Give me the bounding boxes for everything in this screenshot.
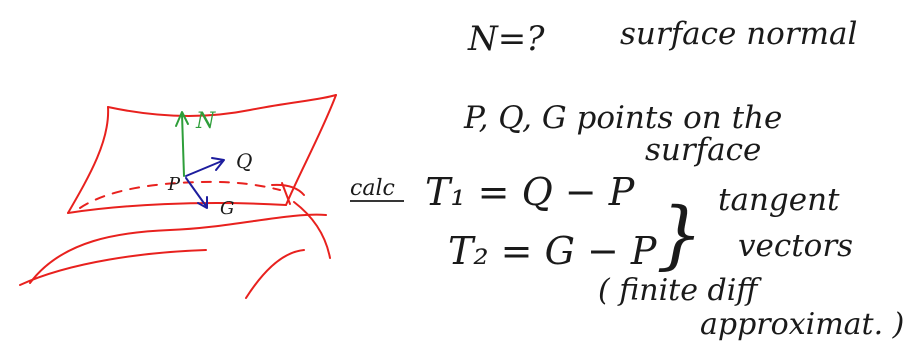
normal-label: N [195, 109, 216, 134]
lower-surface-curve [29, 213, 327, 284]
tangent-word-note: tangent [718, 182, 840, 218]
tangent-vectors [185, 157, 225, 209]
vector-pg-shaft [185, 177, 207, 207]
surface-word-note: surface [645, 132, 761, 168]
tangent-t1-equation: T₁ = Q − P [425, 170, 636, 214]
front-fold-tick [281, 182, 291, 205]
surface-patch-left-edge [67, 106, 110, 214]
lower-surface-right-curve [293, 201, 331, 259]
unknown-normal-expression: N=? [467, 19, 545, 59]
bottom-arc-right [245, 249, 305, 299]
finite-diff-note: ( finite diff [598, 273, 762, 308]
vector-pq-arrowhead [211, 157, 225, 171]
points-on-surface-note: P, Q, G points on the [463, 100, 782, 136]
surface-patch-right-edge [285, 94, 337, 206]
vector-pq-shaft [185, 160, 223, 177]
hidden-curve-dashed [79, 180, 281, 209]
bottom-arc-left [19, 249, 207, 286]
normal-vector-shaft [181, 113, 185, 177]
vector-pg-arrowhead [197, 196, 208, 209]
normal-vector-arrowhead [175, 111, 189, 127]
surface-patch-top-edge [107, 94, 337, 117]
point-q-label: Q [236, 149, 252, 173]
surface-patch-bottom-edge [67, 202, 287, 214]
point-p-label: P [167, 174, 181, 195]
surface-sketch [19, 94, 337, 299]
surface-normal-note: surface normal [620, 16, 857, 52]
brace: } [656, 192, 703, 278]
front-fold-curve [271, 183, 305, 196]
calc-label: calc [350, 176, 395, 201]
point-g-label: G [220, 198, 234, 219]
vectors-word-note: vectors [738, 228, 853, 264]
normal-vector: N [175, 109, 216, 177]
approximation-note: approximat. ) [700, 307, 904, 341]
tangent-t2-equation: T₂ = G − P [448, 229, 658, 273]
